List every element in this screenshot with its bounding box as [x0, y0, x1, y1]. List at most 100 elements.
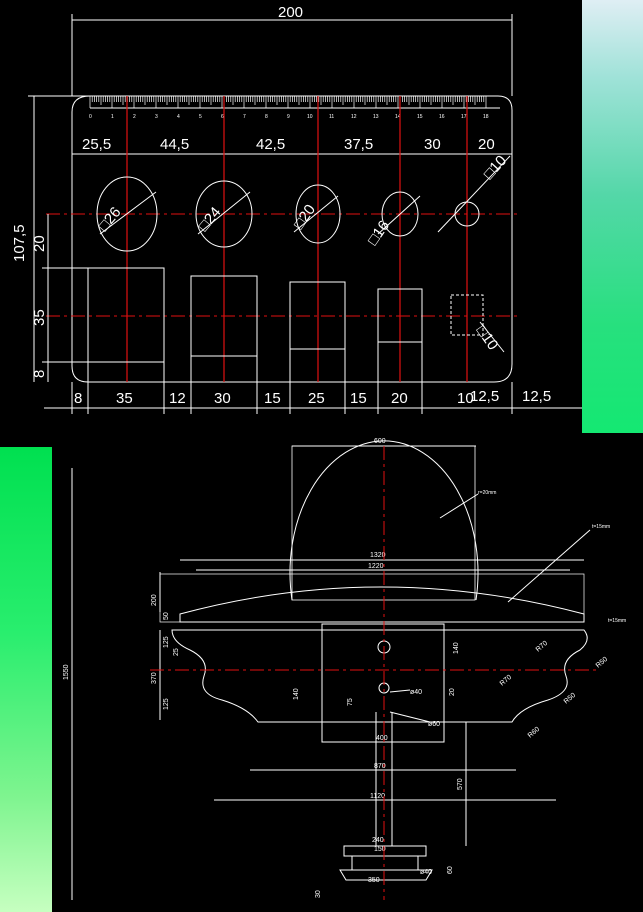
top-drawing: 0 1 2 3 4 5 6 7 8 9 10 11 12 13 14 15 16…: [11, 4, 582, 414]
dim-bottom: 12,5: [470, 388, 499, 405]
hole-label: □10: [480, 152, 510, 183]
square-10: [450, 294, 484, 336]
ruler-number: 10: [307, 114, 313, 120]
ruler-number: 14: [395, 114, 401, 120]
dome-arc: [289, 440, 479, 601]
hole-24: [195, 180, 253, 248]
dim-phi40b: ø40: [420, 869, 432, 876]
ruler-ticks: [89, 96, 487, 108]
dim-50: 50: [163, 612, 170, 620]
square-20: [377, 288, 423, 343]
dim-60: 60: [447, 866, 454, 874]
hole-label: □16: [364, 217, 393, 248]
decorative-gradient-left: [0, 447, 52, 912]
dim-570: 570: [457, 778, 464, 790]
radius-label: R50: [563, 692, 577, 706]
dim-phi60: ø60: [428, 721, 440, 728]
radius-label: R50: [595, 656, 609, 670]
foot-base: [339, 869, 433, 881]
plate-top: [179, 586, 585, 623]
dim-30: 30: [315, 890, 322, 898]
note-t: t=15mm: [592, 524, 610, 530]
dim-1550: 1550: [63, 664, 70, 680]
hole-20: [295, 184, 341, 244]
ruler-number: 17: [461, 114, 467, 120]
radius-label: R70: [535, 640, 549, 654]
dim-600: 600: [374, 438, 386, 445]
dim-bottom: 8: [74, 390, 82, 407]
ruler-number: 13: [373, 114, 379, 120]
dim-hole-spacing: 25,5: [82, 136, 111, 153]
ruler-number: 18: [483, 114, 489, 120]
dim-bottom: 35: [116, 390, 133, 407]
base-body: [171, 629, 588, 723]
plate-bbox: [159, 573, 585, 623]
leader-line: [507, 529, 591, 603]
dim-350: 350: [368, 877, 380, 884]
hole-label: □20: [290, 201, 319, 232]
dim-overall-width: 200: [278, 4, 303, 21]
ruler-number: 6: [221, 114, 224, 120]
leader-line: [293, 195, 339, 233]
dim-20: 20: [449, 688, 456, 696]
ruler-labels: 0 1 2 3 4 5 6 7 8 9 10 11 12 13 14 15 16…: [89, 114, 489, 120]
bottom-drawing: 600 r=20mm 1320 1220 t=15mm t=15mm 1550 …: [63, 438, 626, 900]
dim-overall-height: 107,5: [11, 224, 28, 262]
leader-line: [439, 493, 479, 519]
ruler-number: 11: [329, 114, 334, 120]
ruler-number: 15: [417, 114, 423, 120]
dim-370: 370: [151, 672, 158, 684]
leader-line: [437, 155, 511, 233]
dim-hole-spacing: 44,5: [160, 136, 189, 153]
square-25: [289, 281, 346, 350]
dim-bottom: 12: [169, 390, 186, 407]
dim-bottom: 12,5: [522, 388, 551, 405]
dim-240: 240: [372, 837, 384, 844]
ruler-number: 7: [243, 114, 246, 120]
ruler-number: 3: [155, 114, 158, 120]
dim-bottom: 10: [457, 390, 474, 407]
hole-16: [381, 191, 419, 237]
ruler-number: 5: [199, 114, 202, 120]
square-30: [190, 275, 258, 357]
plate-outline: [71, 95, 513, 383]
dim-870: 870: [374, 763, 386, 770]
leader-line: [99, 191, 157, 235]
dim-150: 150: [374, 846, 386, 853]
dim-left: 35: [31, 309, 48, 326]
leader-line: [389, 711, 431, 723]
dim-hole-spacing: 37,5: [344, 136, 373, 153]
ruler-number: 16: [439, 114, 445, 120]
dim-left: 20: [31, 235, 48, 252]
dim-25: 25: [173, 648, 180, 656]
dim-1320: 1320: [370, 552, 386, 559]
dim-140: 140: [453, 642, 460, 654]
note-t: t=15mm: [608, 618, 626, 624]
dim-400: 400: [376, 735, 388, 742]
ruler-number: 1: [111, 114, 114, 120]
dim-bottom: 30: [214, 390, 231, 407]
ruler-number: 8: [265, 114, 268, 120]
leader-line: [389, 689, 411, 693]
note-r: r=20mm: [478, 490, 496, 496]
hole-26: [96, 176, 158, 252]
dim-hole-spacing: 20: [478, 136, 495, 153]
dim-bottom: 25: [308, 390, 325, 407]
decorative-gradient-right: [582, 0, 643, 433]
dim-hole-spacing: 42,5: [256, 136, 285, 153]
ruler-number: 4: [177, 114, 180, 120]
square-label: □10: [473, 323, 502, 354]
dim-bottom: 15: [350, 390, 367, 407]
dim-bottom: 20: [391, 390, 408, 407]
leader-line: [197, 191, 251, 235]
dim-125: 125: [163, 698, 170, 710]
radius-label: R70: [499, 674, 513, 688]
ruler-number: 12: [351, 114, 357, 120]
dim-bottom: 15: [264, 390, 281, 407]
leader-line: [479, 321, 505, 353]
radius-label: R60: [527, 726, 541, 740]
ruler-number: 0: [89, 114, 92, 120]
dim-200: 200: [151, 594, 158, 606]
ruler-number: 2: [133, 114, 136, 120]
